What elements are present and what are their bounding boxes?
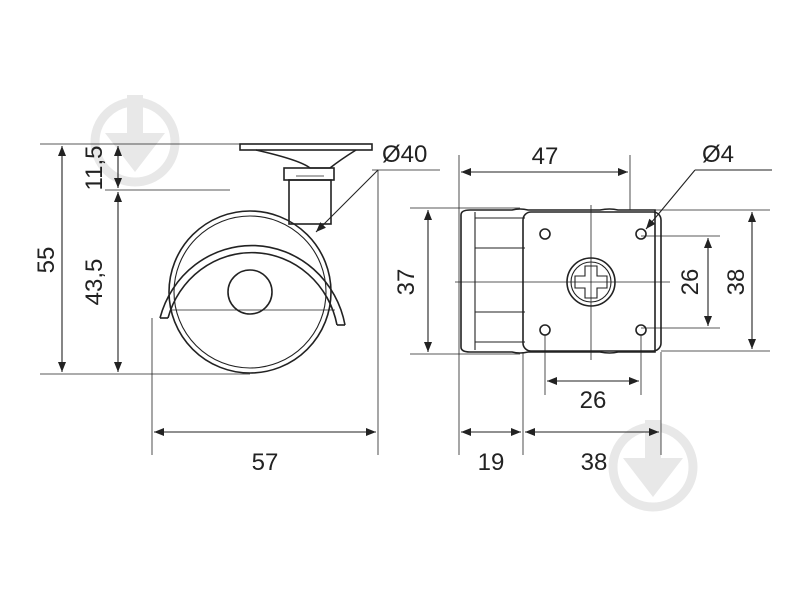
dim-plate-width: 38: [581, 449, 608, 476]
dim-bolt-diameter: Ø4: [702, 141, 734, 168]
dim-offset-width: 19: [478, 449, 505, 476]
top-dimensions: 47 Ø4 37 26 38 26 19 38: [393, 141, 772, 476]
watermark-download-icon: [608, 420, 698, 512]
dim-top-depth: 37: [393, 269, 420, 296]
watermark-download-icon: [90, 95, 180, 187]
dim-top-width: 47: [532, 143, 559, 170]
dim-wheel-height: 43,5: [81, 259, 108, 306]
wheel: [168, 210, 332, 374]
dim-bolt-spacing-vertical: 26: [677, 269, 704, 296]
front-view: [159, 143, 373, 374]
dim-wheel-diameter: Ø40: [382, 141, 427, 168]
mounting-plate-top: [522, 211, 662, 352]
swivel-stem: [283, 167, 335, 225]
dim-bolt-spacing-horizontal: 26: [580, 387, 607, 414]
dim-plate-height: 11,5: [81, 146, 108, 191]
dim-front-width: 57: [252, 449, 279, 476]
dim-total-height: 55: [33, 247, 60, 274]
dim-plate-height: 38: [723, 269, 750, 296]
top-view: [455, 205, 670, 360]
front-dimensions: 55 11,5 43,5 57 Ø40: [33, 141, 440, 476]
mounting-plate: [239, 143, 373, 169]
